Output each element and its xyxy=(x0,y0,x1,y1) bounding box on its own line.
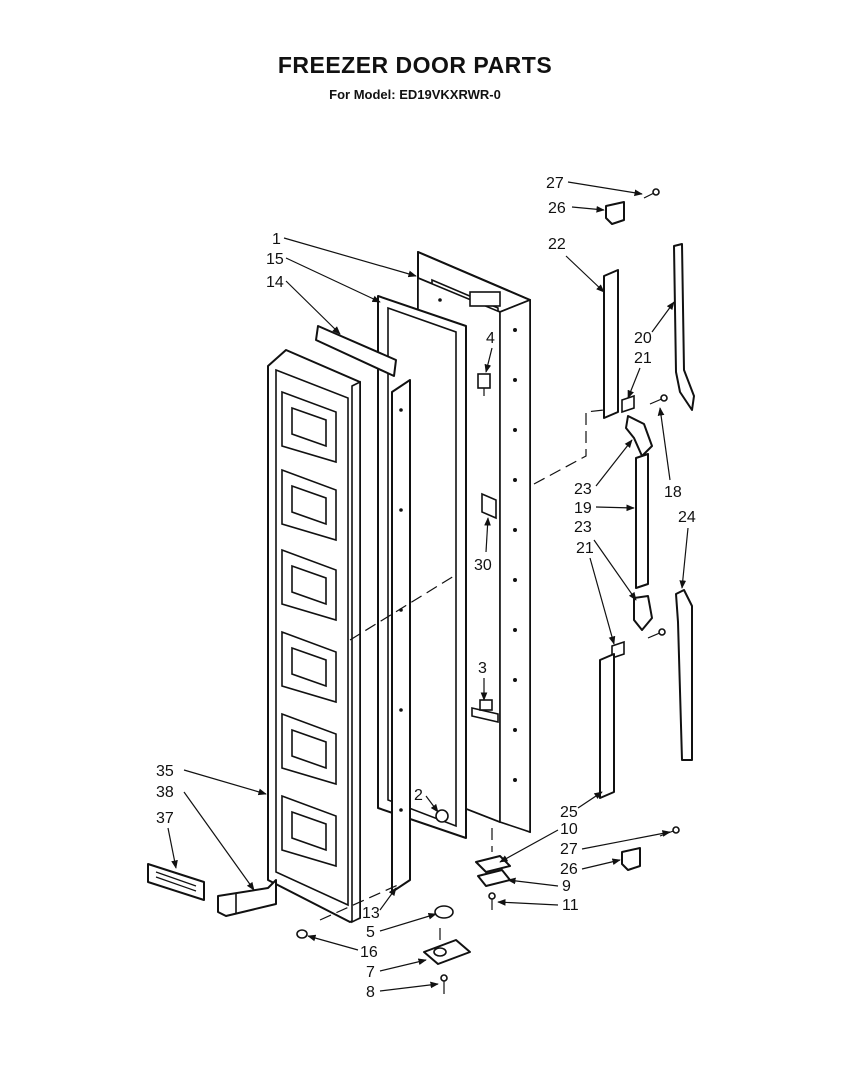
callout-26-upper: 26 xyxy=(548,200,566,217)
callout-23-lower: 23 xyxy=(574,519,592,536)
callout-38: 38 xyxy=(156,784,174,801)
cap-26-upper xyxy=(605,201,625,225)
handle-trim-37 xyxy=(147,863,205,901)
handle-center-19 xyxy=(635,453,649,589)
callout-15: 15 xyxy=(266,251,284,268)
callout-37: 37 xyxy=(156,810,174,827)
callout-19: 19 xyxy=(574,500,592,517)
stop-30 xyxy=(481,492,497,520)
end-cap-23-upper xyxy=(625,415,653,457)
page-title: FREEZER DOOR PARTS xyxy=(277,52,553,78)
callout-16: 16 xyxy=(360,944,378,961)
callout-8: 8 xyxy=(366,984,375,1001)
bracket-4 xyxy=(477,373,491,396)
handle-cover-38 xyxy=(217,879,277,917)
callout-11: 11 xyxy=(562,897,579,914)
end-cap-23-lower xyxy=(633,595,653,631)
gasket-strip-24 xyxy=(675,589,693,761)
handle-section-25 xyxy=(599,653,615,799)
callout-3: 3 xyxy=(478,660,487,677)
model-subtitle: For Model: ED19VKXRWR-0 xyxy=(329,87,501,102)
assembly-line-center xyxy=(349,575,455,641)
callout-9: 9 xyxy=(562,878,571,895)
callout-13: 13 xyxy=(362,905,380,922)
callout-27-lower: 27 xyxy=(560,841,578,858)
liner-shelf-bins xyxy=(281,390,337,868)
callout-24: 24 xyxy=(678,509,696,526)
callout-21-lower: 21 xyxy=(576,540,594,557)
screw-11 xyxy=(488,892,496,910)
callout-35: 35 xyxy=(156,763,174,780)
breaker-strip xyxy=(391,379,411,893)
screw-16 xyxy=(296,929,308,939)
gasket-strip-20 xyxy=(673,243,695,411)
callout-7: 7 xyxy=(366,964,375,981)
hinge-7 xyxy=(423,939,471,965)
callout-20: 20 xyxy=(634,330,652,347)
top-trim-strip xyxy=(315,325,397,377)
callout-14: 14 xyxy=(266,274,284,291)
hinge-bushing-5 xyxy=(434,905,454,919)
callout-4: 4 xyxy=(486,330,495,347)
hinge-bracket-10-9 xyxy=(475,855,511,887)
callout-25: 25 xyxy=(560,804,578,821)
assembly-line-right xyxy=(533,409,605,485)
clip-21-upper xyxy=(621,394,635,414)
callout-labels: 1 15 14 4 30 3 2 35 38 37 13 5 16 7 8 10… xyxy=(156,175,696,1001)
leader-lines xyxy=(167,181,689,992)
screw-18 xyxy=(649,394,668,405)
callout-26-lower: 26 xyxy=(560,861,578,878)
bushing-2 xyxy=(435,809,449,823)
handle-section-22 xyxy=(603,269,619,419)
screw-8 xyxy=(440,974,448,994)
callout-2: 2 xyxy=(414,787,423,804)
callout-27-upper: 27 xyxy=(546,175,564,192)
callout-23-upper: 23 xyxy=(574,481,592,498)
callout-21-upper: 21 xyxy=(634,350,652,367)
callout-5: 5 xyxy=(366,924,375,941)
screw-27-upper xyxy=(643,188,660,199)
callout-22: 22 xyxy=(548,236,566,253)
callout-10: 10 xyxy=(560,821,578,838)
callout-30: 30 xyxy=(474,557,492,574)
assembly-line-bottom xyxy=(319,883,401,921)
callout-18: 18 xyxy=(664,484,682,501)
callout-1: 1 xyxy=(272,231,281,248)
screw-lower-right xyxy=(647,628,666,639)
cap-26-lower xyxy=(621,847,641,871)
door-liner xyxy=(267,349,361,924)
